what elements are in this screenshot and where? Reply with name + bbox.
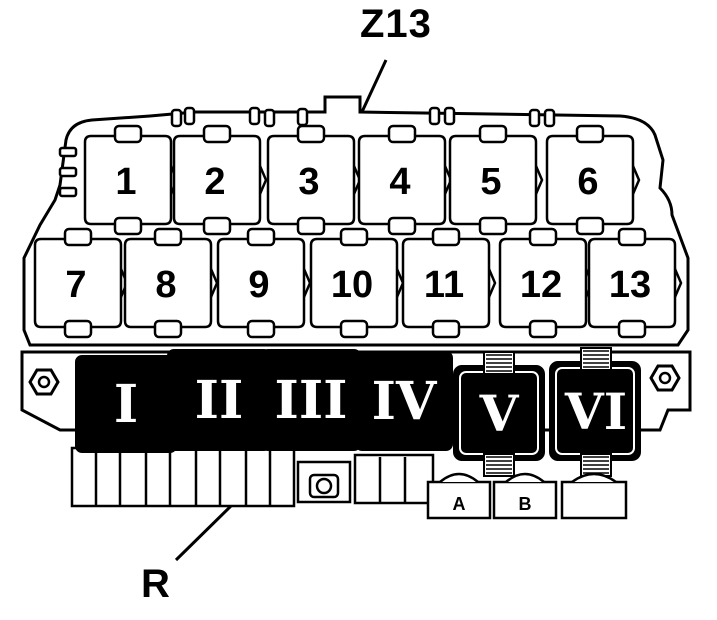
fuse-7: 7 [33,227,129,339]
fuse-label: 4 [389,161,410,203]
fuse-3: 3 [266,124,362,236]
fuse-1: 1 [83,124,179,236]
connector-label: A [453,494,466,514]
relay-label: I [114,374,138,435]
relay-clip [483,351,515,375]
fuse-11: 11 [401,227,497,339]
connector-label: B [519,494,532,514]
connector-unlabeled [560,472,628,520]
relay-label: IV [372,371,438,432]
fuse-2: 2 [172,124,268,236]
fuse-label: 1 [115,161,136,203]
fuse-label: 12 [520,264,562,306]
fuse-10: 10 [309,227,405,339]
fuse-label: 2 [204,161,225,203]
relay-IV: IV [355,351,453,451]
relay-label: VI [564,382,627,441]
fuse-label: 5 [480,161,501,203]
fuse-12: 12 [498,227,594,339]
fuse-8: 8 [123,227,219,339]
callout-r: R [141,562,171,606]
fuse-label: 6 [577,161,598,203]
relay-V: V [453,351,545,477]
fuse-label: 13 [609,264,651,306]
fuse-label: 7 [65,264,86,306]
relay-VI: VI [549,347,641,477]
callout-z13: Z13 [360,2,432,46]
fuse-6: 6 [545,124,641,236]
mounting-nut-left [28,368,60,396]
bottom-connector-bank [70,446,435,508]
relay-clip [580,453,612,477]
relay-label: II [195,370,244,431]
relay-clip [580,347,612,371]
fuse-label: 9 [248,264,269,306]
fuse-4: 4 [357,124,453,236]
relay-clip [483,453,515,477]
connector-B: B [492,472,558,520]
relay-I: I [75,355,177,453]
relay-III: III [261,349,361,451]
relay-label: V [479,384,520,443]
fuse-label: 11 [424,264,464,306]
relay-II: II [167,349,271,451]
connector-A: A [426,472,492,520]
fuse-label: 8 [155,264,176,306]
fuse-label: 10 [331,264,373,306]
fuse-9: 9 [216,227,312,339]
relay-label: III [275,370,348,431]
fuse-label: 3 [298,161,319,203]
fuse-5: 5 [448,124,544,236]
mounting-nut-right [649,364,681,392]
top-clips [58,106,556,198]
fuse-13: 13 [587,227,683,339]
